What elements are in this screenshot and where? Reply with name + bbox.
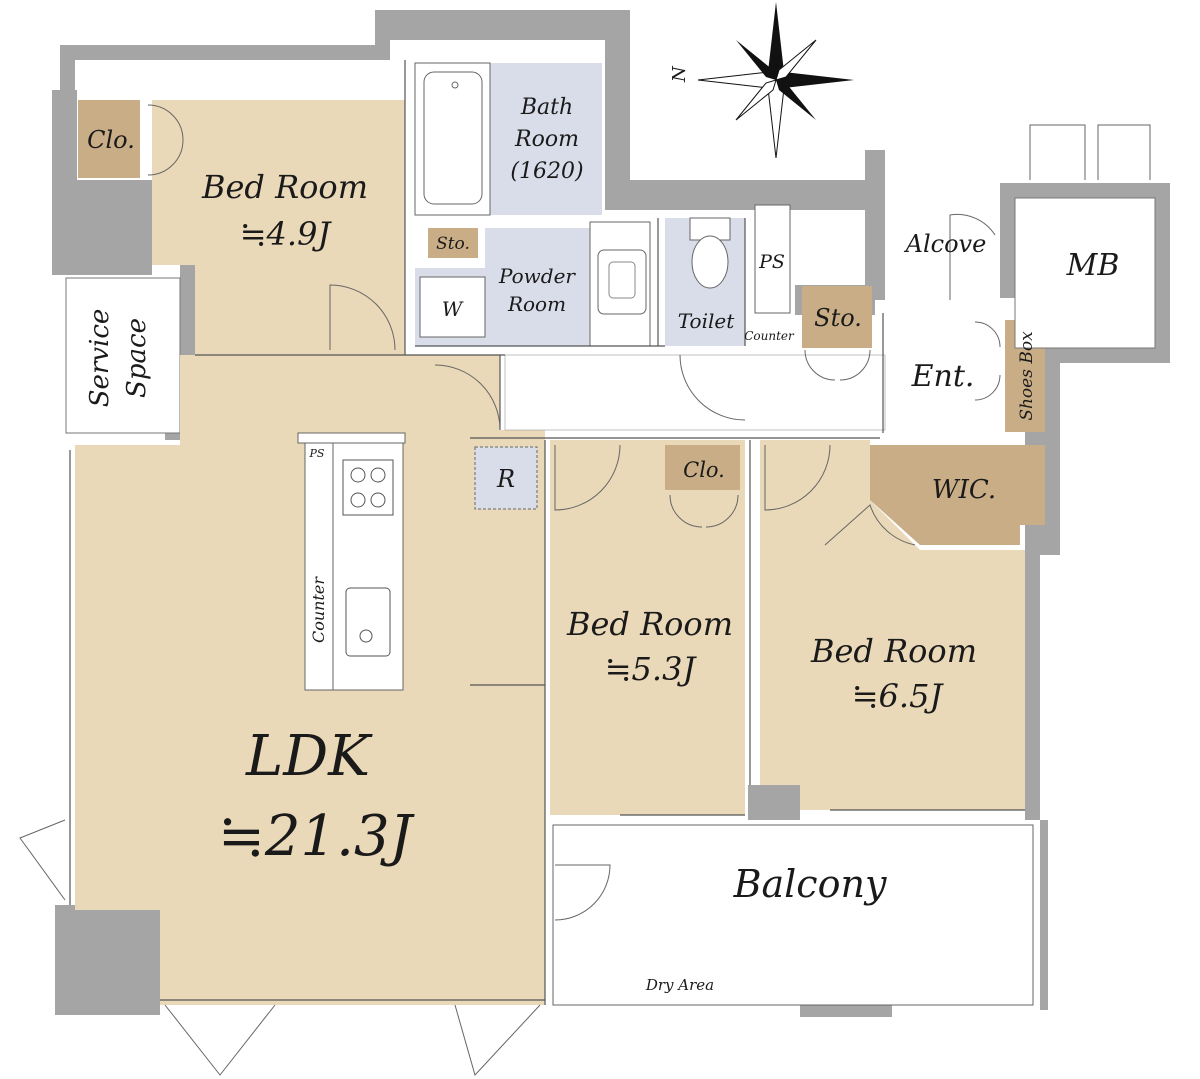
meter-box: [1014, 197, 1156, 349]
bath-label-1: Bath: [520, 95, 573, 120]
mb-label: MB: [1066, 248, 1120, 283]
hallway: [504, 354, 886, 431]
shoes-box-label: Shoes Box: [1017, 331, 1037, 421]
bedroom-3-name: Bed Room: [810, 632, 977, 670]
powder-room-floor: [485, 228, 590, 346]
compass: [697, 2, 854, 159]
storage-entry: [802, 286, 872, 348]
bath-floor: [490, 63, 602, 215]
bedroom-1-size: ≒4.9J: [240, 215, 333, 253]
counter-toilet-label: Counter: [744, 329, 795, 343]
closet-bed1-label: Clo.: [87, 126, 135, 154]
washer-label: W: [442, 297, 464, 321]
doors: [19, 104, 1151, 1076]
bedroom-1-name: Bed Room: [201, 168, 368, 206]
bedroom-3-size: ≒6.5J: [852, 677, 945, 715]
alcove-label: Alcove: [904, 230, 987, 258]
ldk-name: LDK: [245, 724, 373, 789]
ldk-size: ≒21.3J: [218, 804, 416, 869]
bedroom-1-floor: [152, 100, 405, 355]
storage-bath-label: Sto.: [436, 234, 470, 254]
service-space-label-2: Space: [122, 318, 152, 398]
entry-floor: [883, 313, 1003, 433]
balcony-floor: [552, 824, 1034, 1006]
bath-label-2: Room: [514, 127, 579, 152]
storage-entry-label: Sto.: [814, 304, 862, 332]
storage-bath: [428, 228, 478, 258]
bedroom-2-floor: [550, 440, 745, 815]
wic-floor: [870, 445, 1045, 545]
entry-label: Ent.: [911, 359, 975, 394]
refrigerator-space: [474, 446, 538, 510]
ps-label: PS: [758, 251, 785, 273]
service-space: [65, 277, 181, 434]
closet-bed2: [665, 445, 740, 490]
bedroom-3-floor: [760, 440, 1025, 810]
ps-kitchen-label: PS: [309, 447, 325, 460]
bedroom-2-name: Bed Room: [566, 605, 733, 643]
balcony-label: Balcony: [733, 862, 887, 906]
service-space-label-1: Service: [85, 309, 115, 408]
toilet-label: Toilet: [678, 309, 735, 333]
closet-bed1: [78, 100, 140, 178]
powder-label-2: Room: [507, 292, 566, 316]
wic-label: WIC.: [932, 475, 996, 505]
dry-area-label: Dry Area: [645, 976, 714, 994]
counter-kitchen-label: Counter: [309, 576, 328, 643]
powder-label-1: Powder: [498, 264, 576, 288]
refrigerator-label: R: [496, 465, 515, 493]
compass-north-label: N: [669, 65, 690, 83]
pipe-shaft: [754, 204, 791, 314]
partitions: [69, 60, 1025, 1005]
bedroom-2-size: ≒5.3J: [605, 650, 698, 688]
closet-bed2-label: Clo.: [683, 458, 725, 482]
bath-label-3: (1620): [510, 159, 583, 184]
